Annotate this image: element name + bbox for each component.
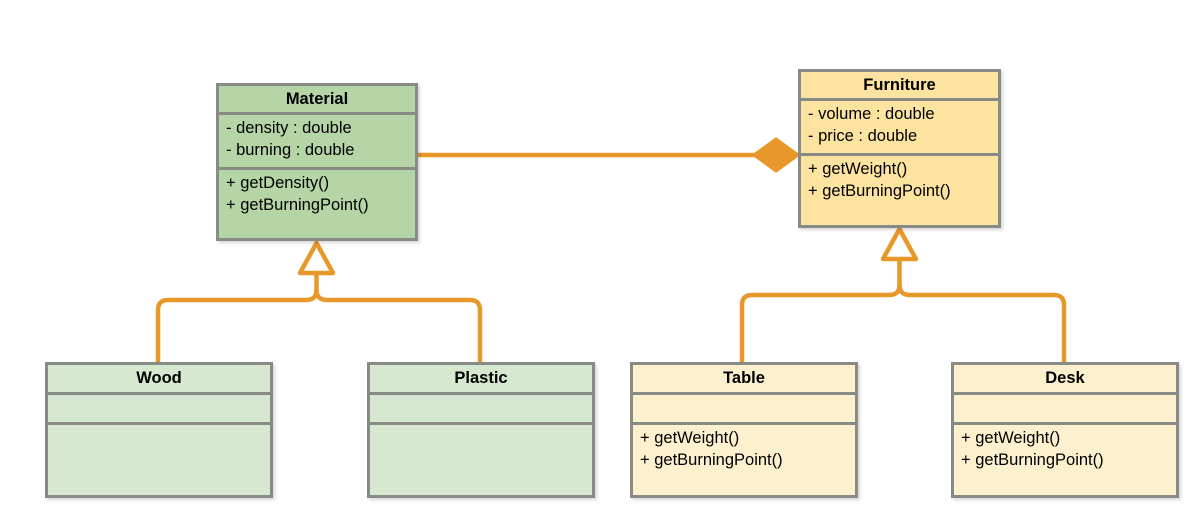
class-attributes-desk [954,395,1176,425]
generalization-branch-table [739,282,902,365]
hollow-triangle-icon [880,226,919,262]
class-attributes-plastic [370,395,592,425]
operation-line: + getWeight() [961,429,1061,447]
class-box-desk[interactable]: Desk + getWeight() + getBurningPoint() [951,362,1179,498]
class-box-furniture[interactable]: Furniture - volume : double - price : do… [798,69,1001,228]
operation-line: + getBurningPoint() [226,195,369,214]
attribute-line: - density : double [226,119,352,137]
attribute-line: - burning : double [226,140,355,159]
class-attributes-wood [48,395,270,425]
generalization-branch-desk [897,282,1067,365]
class-name-plastic: Plastic [370,365,592,395]
class-name-material: Material [219,86,415,115]
class-attributes-table [633,395,855,425]
class-name-table: Table [633,365,855,395]
operation-line: + getBurningPoint() [961,450,1104,469]
class-box-wood[interactable]: Wood [45,362,273,498]
generalization-branch-plastic [314,287,483,365]
class-operations-table: + getWeight() + getBurningPoint() [633,425,855,495]
operation-line: + getBurningPoint() [808,181,951,200]
class-operations-material: + getDensity() + getBurningPoint() [219,170,415,238]
class-box-plastic[interactable]: Plastic [367,362,595,498]
filled-diamond-icon [752,137,800,173]
class-box-material[interactable]: Material - density : double - burning : … [216,83,418,241]
operation-line: + getWeight() [640,429,740,447]
class-operations-furniture: + getWeight() + getBurningPoint() [801,156,998,225]
class-operations-plastic [370,425,592,495]
class-name-desk: Desk [954,365,1176,395]
attribute-line: - volume : double [808,105,935,123]
operation-line: + getBurningPoint() [640,450,783,469]
class-box-table[interactable]: Table + getWeight() + getBurningPoint() [630,362,858,498]
class-operations-desk: + getWeight() + getBurningPoint() [954,425,1176,495]
hollow-triangle-icon [297,240,336,276]
class-name-furniture: Furniture [801,72,998,101]
generalization-material-children[interactable] [155,240,483,365]
operation-line: + getDensity() [226,174,330,192]
class-attributes-furniture: - volume : double - price : double [801,101,998,156]
attribute-line: - price : double [808,126,918,145]
generalization-branch-wood [155,287,319,365]
class-attributes-material: - density : double - burning : double [219,115,415,170]
operation-line: + getWeight() [808,160,908,178]
composition-furniture-material[interactable] [418,137,800,173]
class-name-wood: Wood [48,365,270,395]
generalization-furniture-children[interactable] [739,226,1067,365]
class-operations-wood [48,425,270,495]
